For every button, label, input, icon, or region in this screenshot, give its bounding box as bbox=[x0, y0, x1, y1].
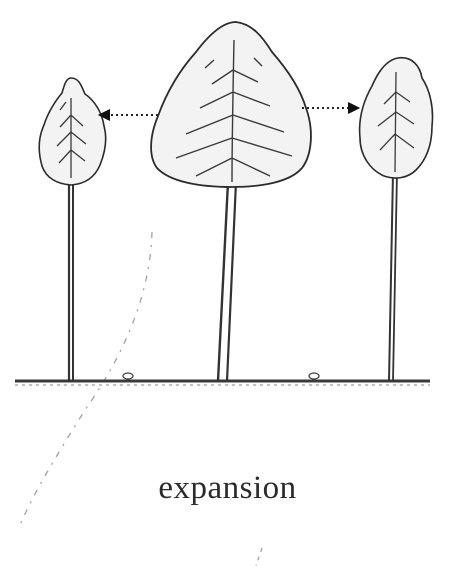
tree-right-trunk bbox=[389, 172, 397, 381]
tree-center-trunk bbox=[218, 182, 236, 381]
tree-right bbox=[360, 58, 433, 381]
arrowhead-right-icon bbox=[348, 102, 360, 114]
tree-left bbox=[39, 78, 105, 381]
tree-left-trunk bbox=[69, 182, 73, 381]
faint-dashed-tick bbox=[256, 548, 262, 566]
tree-center bbox=[151, 22, 311, 381]
diagram-caption: expansion bbox=[0, 470, 455, 507]
ground-line bbox=[15, 373, 430, 385]
tree-center-crown bbox=[151, 22, 311, 187]
tree-left-crown bbox=[39, 78, 105, 185]
